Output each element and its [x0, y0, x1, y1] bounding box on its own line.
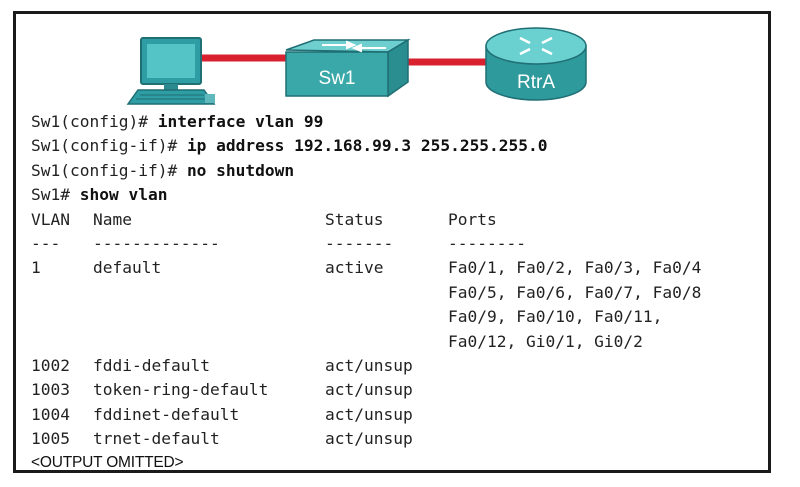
table-row: Fa0/9, Fa0/10, Fa0/11, [31, 305, 701, 329]
header-vlan: VLAN [31, 209, 70, 229]
cli-command: interface vlan 99 [157, 112, 324, 131]
vlan-table-header: VLAN Name Status Ports [31, 208, 701, 232]
network-topology: Sw1 RtrA [126, 27, 587, 105]
vlan-name: trnet-default [93, 429, 220, 449]
cli-command: show vlan [79, 185, 168, 205]
separator-status: ------- [325, 233, 394, 253]
vlan-ports: Fa0/12, Gi0/1, Gi0/2 [448, 331, 643, 351]
cli-output: Sw1(config)# interface vlan 99 Sw1(confi… [31, 110, 701, 475]
vlan-name: fddi-default [93, 355, 210, 375]
vlan-ports: Fa0/9, Fa0/10, Fa0/11, [448, 307, 663, 327]
vlan-table-separator: --- ------------- ------- -------- [31, 232, 701, 256]
cli-command: no shutdown [186, 160, 295, 180]
pc-icon [126, 37, 216, 105]
vlan-status [325, 330, 448, 354]
vlan-id: 1005 [31, 429, 70, 449]
vlan-status [325, 305, 448, 329]
cli-line: Sw1(config)# interface vlan 99 [31, 110, 701, 134]
vlan-status: active [325, 258, 384, 278]
header-name: Name [93, 209, 132, 229]
cli-prompt: Sw1(config-if)# [31, 136, 187, 156]
cli-line: Sw1(config-if)# no shutdown [31, 159, 701, 183]
vlan-id: 1 [31, 258, 41, 278]
vlan-status: act/unsup [325, 404, 413, 424]
header-status: Status [325, 209, 384, 229]
vlan-id [31, 330, 93, 354]
vlan-id [31, 305, 93, 329]
vlan-name: fddinet-default [93, 404, 240, 424]
table-row: 1005 trnet-default act/unsup [31, 427, 701, 451]
cli-prompt: Sw1(config-if)# [31, 160, 187, 180]
vlan-status: act/unsup [325, 355, 413, 375]
vlan-status: act/unsup [325, 380, 413, 400]
vlan-name [93, 281, 325, 305]
router-icon: RtrA [485, 27, 587, 101]
cli-line: Sw1(config-if)# ip address 192.168.99.3 … [31, 134, 701, 158]
table-row: Fa0/12, Gi0/1, Gi0/2 [31, 330, 701, 354]
table-row: Fa0/5, Fa0/6, Fa0/7, Fa0/8 [31, 281, 701, 305]
vlan-name: default [93, 258, 162, 278]
switch-label: Sw1 [319, 68, 356, 89]
header-ports: Ports [448, 209, 497, 229]
separator-name: ------------- [93, 233, 220, 253]
vlan-status [325, 281, 448, 305]
vlan-status: act/unsup [325, 429, 413, 449]
table-row: 1004 fddinet-default act/unsup [31, 403, 701, 427]
separator-vlan: --- [31, 233, 61, 253]
router-label: RtrA [517, 72, 555, 93]
separator-ports: -------- [448, 233, 526, 253]
vlan-id: 1003 [31, 380, 70, 400]
vlan-id [31, 281, 93, 305]
vlan-name [93, 330, 325, 354]
vlan-ports: Fa0/1, Fa0/2, Fa0/3, Fa0/4 [448, 258, 702, 278]
cli-command: ip address 192.168.99.3 255.255.255.0 [186, 136, 548, 156]
vlan-id: 1004 [31, 404, 70, 424]
table-row: 1 default active Fa0/1, Fa0/2, Fa0/3, Fa… [31, 256, 701, 280]
cli-prompt: Sw1(config)# [31, 112, 158, 131]
vlan-name [93, 305, 325, 329]
vlan-id: 1002 [31, 355, 70, 375]
vlan-name: token-ring-default [93, 380, 269, 400]
cli-line: Sw1# show vlan [31, 183, 701, 207]
vlan-ports: Fa0/5, Fa0/6, Fa0/7, Fa0/8 [448, 282, 702, 302]
table-row: 1003 token-ring-default act/unsup [31, 378, 701, 402]
output-omitted-note: <OUTPUT OMITTED> [31, 454, 184, 472]
cli-prompt: Sw1# [31, 185, 80, 205]
table-row: 1002 fddi-default act/unsup [31, 354, 701, 378]
switch-icon: Sw1 [285, 38, 411, 98]
